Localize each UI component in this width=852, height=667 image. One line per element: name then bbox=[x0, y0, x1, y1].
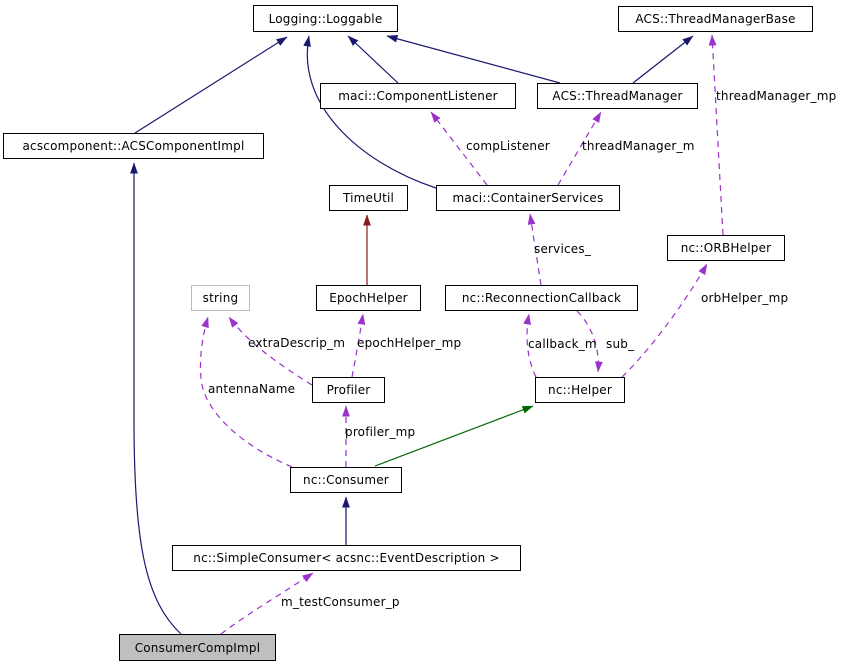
edge-label-orbhelper-mp: orbHelper_mp bbox=[701, 291, 789, 305]
edge-label-profiler-mp: profiler_mp bbox=[345, 425, 416, 439]
edge-label-m-testconsumer-p: m_testConsumer_p bbox=[281, 595, 400, 609]
edge-usage-profiler-string bbox=[228, 316, 313, 386]
edge-label-complistener: compListener bbox=[466, 139, 550, 153]
edge-usage-reconnectioncallback-helper bbox=[576, 310, 603, 373]
edge-usage-containerservices-threadmanager bbox=[557, 111, 602, 186]
edge-usage-consumercompimpl-simpleconsumer bbox=[220, 572, 314, 635]
edge-inherit-consumer-helper bbox=[374, 405, 534, 467]
class-node-profiler[interactable]: Profiler bbox=[312, 377, 385, 403]
edge-usage-orbhelper-threadmanagerbase bbox=[708, 34, 724, 236]
edge-label-threadmanager-mp: threadManager_mp bbox=[716, 89, 837, 103]
edge-usage-consumer-string bbox=[199, 316, 293, 468]
edge-label-epochhelper-mp: epochHelper_mp bbox=[357, 336, 462, 350]
edge-inherit-acscomponentimpl-loggable bbox=[134, 36, 288, 134]
class-node-consumer[interactable]: nc::Consumer bbox=[290, 467, 402, 493]
class-node-thread-manager-base[interactable]: ACS::ThreadManagerBase bbox=[618, 6, 813, 32]
edge-inherit-threadmanager-loggable bbox=[386, 34, 561, 84]
edge-label-sub-: sub_ bbox=[606, 337, 635, 351]
edge-usage-profiler-epochhelper bbox=[351, 313, 366, 378]
class-node-string: string bbox=[191, 285, 250, 311]
edge-inherit-consumercompimpl-acscomponentimpl bbox=[130, 162, 182, 635]
edge-label-extradescrip-m: extraDescrip_m bbox=[248, 336, 346, 350]
class-node-thread-manager[interactable]: ACS::ThreadManager bbox=[537, 83, 698, 109]
class-node-orb-helper[interactable]: nc::ORBHelper bbox=[667, 235, 785, 261]
class-node-helper[interactable]: nc::Helper bbox=[535, 377, 625, 403]
class-node-reconnection-callback[interactable]: nc::ReconnectionCallback bbox=[445, 285, 638, 311]
class-node-loggable[interactable]: Logging::Loggable bbox=[253, 5, 398, 32]
edge-usage-containerservices-complistener bbox=[430, 111, 488, 186]
edge-usage-helper-reconnectioncallback bbox=[523, 313, 537, 378]
edge-label-antennaname: antennaName bbox=[208, 382, 296, 396]
class-node-container-services[interactable]: maci::ContainerServices bbox=[436, 185, 620, 211]
class-node-time-util[interactable]: TimeUtil bbox=[329, 185, 408, 211]
class-node-component-listener[interactable]: maci::ComponentListener bbox=[320, 83, 516, 109]
edge-inherit-threadmanager-threadmanagerbase bbox=[632, 35, 694, 84]
class-node-consumer-comp-impl: ConsumerCompImpl bbox=[119, 634, 276, 661]
class-node-simple-consumer[interactable]: nc::SimpleConsumer< acsnc::EventDescript… bbox=[172, 545, 521, 571]
class-node-epoch-helper[interactable]: EpochHelper bbox=[316, 285, 421, 311]
edge-usage-reconnectioncallback-containerservices bbox=[527, 213, 542, 286]
edge-label-threadmanager-m: threadManager_m bbox=[582, 139, 695, 153]
edge-label-callback-m: callback_m bbox=[528, 337, 597, 351]
edge-label-services-: services_ bbox=[534, 242, 592, 256]
class-node-acs-component-impl[interactable]: acscomponent::ACSComponentImpl bbox=[3, 133, 264, 159]
edge-inherit-containerservices-loggable bbox=[303, 35, 437, 189]
edge-inherit-componentlistener-loggable bbox=[347, 35, 399, 84]
edge-usage-helper-orbhelper bbox=[621, 263, 708, 378]
